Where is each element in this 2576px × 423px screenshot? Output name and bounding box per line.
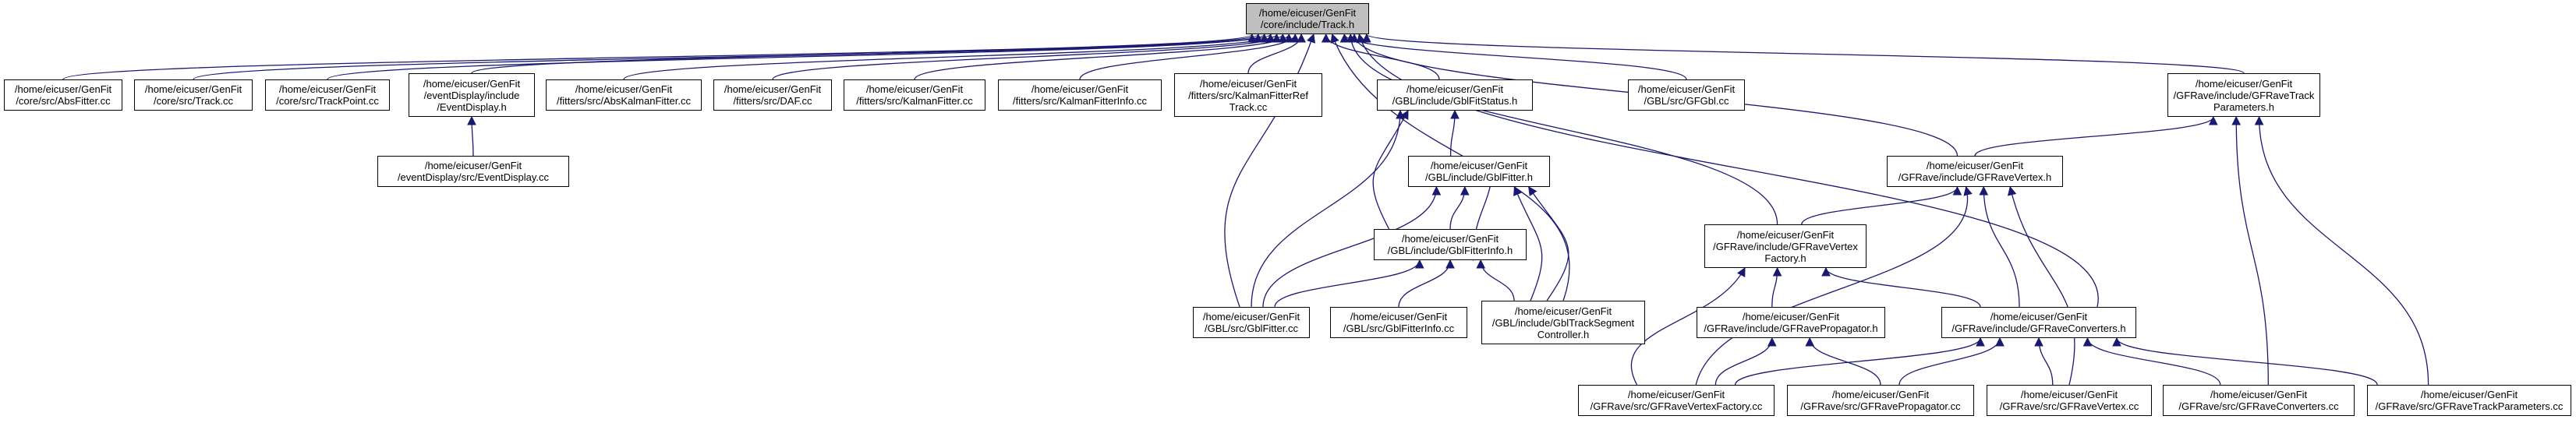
node-gblfitter-h[interactable]: /home/eicuser/GenFit /GBL/include/GblFit… <box>1408 156 1550 187</box>
include-edge <box>1372 109 1409 230</box>
node-gfravevertex-h[interactable]: /home/eicuser/GenFit /GFRave/include/GFR… <box>1887 156 2063 187</box>
node-absfitter-cc[interactable]: /home/eicuser/GenFit /core/src/AbsFitter… <box>4 79 122 111</box>
include-edge <box>1974 115 2218 157</box>
node-kalmanfitter-cc[interactable]: /home/eicuser/GenFit /fitters/src/Kalman… <box>844 79 985 111</box>
include-edge <box>1805 337 1881 386</box>
node-gfgbl-cc[interactable]: /home/eicuser/GenFit /GBL/src/GFGbl.cc <box>1628 79 1745 111</box>
include-edge <box>1449 185 1470 230</box>
include-edge <box>2112 337 2378 386</box>
include-edge <box>1339 33 1687 80</box>
include-edge <box>1513 185 1543 301</box>
node-eventdisplay-h[interactable]: /home/eicuser/GenFit /eventDisplay/inclu… <box>409 73 535 117</box>
include-edge <box>1801 185 1962 225</box>
include-edge <box>1979 185 2020 308</box>
node-gblfitter-cc[interactable]: /home/eicuser/GenFit /GBL/src/GblFitter.… <box>1193 307 1310 338</box>
include-edge <box>914 33 1293 80</box>
node-track-h[interactable]: /home/eicuser/GenFit /core/include/Track… <box>1246 3 1369 34</box>
include-edge <box>772 33 1288 80</box>
node-gfravevertexfactory-cc[interactable]: /home/eicuser/GenFit /GFRave/src/GFRaveV… <box>1578 385 1775 416</box>
include-edge <box>1274 259 1424 308</box>
node-gblfitstatus-h[interactable]: /home/eicuser/GenFit /GBL/include/GblFit… <box>1377 79 1533 111</box>
node-abskalmanfitter-cc[interactable]: /home/eicuser/GenFit /fitters/src/AbsKal… <box>546 79 702 111</box>
include-edge <box>62 33 1257 80</box>
node-daf-cc[interactable]: /home/eicuser/GenFit /fitters/src/DAF.cc <box>713 79 832 111</box>
include-edge <box>1247 33 1306 74</box>
node-track-cc[interactable]: /home/eicuser/GenFit /core/src/Track.cc <box>134 79 253 111</box>
include-edge <box>2231 115 2269 386</box>
include-edge <box>193 33 1263 80</box>
include-edge <box>1398 259 1455 308</box>
include-edge <box>1079 33 1300 80</box>
node-gblfitterinfo-h[interactable]: /home/eicuser/GenFit /GBL/include/GblFit… <box>1374 229 1527 260</box>
include-edge <box>2082 337 2221 386</box>
node-gfravetrackparameters-cc[interactable]: /home/eicuser/GenFit /GFRave/src/GFRaveT… <box>2367 385 2571 416</box>
node-gfravepropagator-cc[interactable]: /home/eicuser/GenFit /GFRave/src/GFRaveP… <box>1787 385 1974 416</box>
node-gfravevertexfactory-h[interactable]: /home/eicuser/GenFit /GFRave/include/GFR… <box>1704 224 1867 268</box>
include-edge <box>1714 337 1777 386</box>
include-edge <box>1346 33 1778 225</box>
include-edge <box>471 33 1276 74</box>
include-edge <box>623 33 1282 80</box>
include-edge <box>1630 266 1746 386</box>
node-gfraveconverters-h[interactable]: /home/eicuser/GenFit /GFRave/include/GFR… <box>1941 307 2136 338</box>
include-edge <box>1771 266 1782 308</box>
include-edge <box>1476 259 1515 301</box>
include-edge <box>1251 109 1405 308</box>
include-edge <box>1898 337 2005 386</box>
node-gfravetrackparameters-h[interactable]: /home/eicuser/GenFit /GFRave/include/GFR… <box>2167 73 2320 117</box>
node-gblfitterinfo-cc[interactable]: /home/eicuser/GenFit /GBL/src/GblFitterI… <box>1330 307 1467 338</box>
include-edge <box>1528 186 1569 301</box>
include-edge <box>1362 33 2245 74</box>
include-edge <box>2034 337 2054 386</box>
include-edge <box>1262 185 1442 308</box>
node-kalmanfitterinfo-cc[interactable]: /home/eicuser/GenFit /fitters/src/Kalman… <box>998 79 1162 111</box>
node-gfravevertex-cc[interactable]: /home/eicuser/GenFit /GFRave/src/GFRaveV… <box>1987 385 2152 416</box>
node-kalmanfitterreftrack-cc[interactable]: /home/eicuser/GenFit /fitters/src/Kalman… <box>1174 73 1322 117</box>
include-edge <box>2254 115 2429 386</box>
node-eventdisplay-cc[interactable]: /home/eicuser/GenFit /eventDisplay/src/E… <box>377 156 569 187</box>
node-gfraveconverters-cc[interactable]: /home/eicuser/GenFit /GFRave/src/GFRaveC… <box>2163 385 2355 416</box>
node-gbltracksegmentcontroller-h[interactable]: /home/eicuser/GenFit /GBL/include/GblTra… <box>1481 301 1645 344</box>
include-edge <box>2007 185 2075 386</box>
include-edge <box>467 115 476 157</box>
node-trackpoint-cc[interactable]: /home/eicuser/GenFit /core/src/TrackPoin… <box>265 79 390 111</box>
include-edge <box>1821 266 1981 308</box>
include-edge <box>1449 109 1460 157</box>
include-edge <box>1695 185 1973 386</box>
node-gfravepropagator-h[interactable]: /home/eicuser/GenFit /GFRave/include/GFR… <box>1697 307 1885 338</box>
include-edge <box>1734 337 1985 386</box>
